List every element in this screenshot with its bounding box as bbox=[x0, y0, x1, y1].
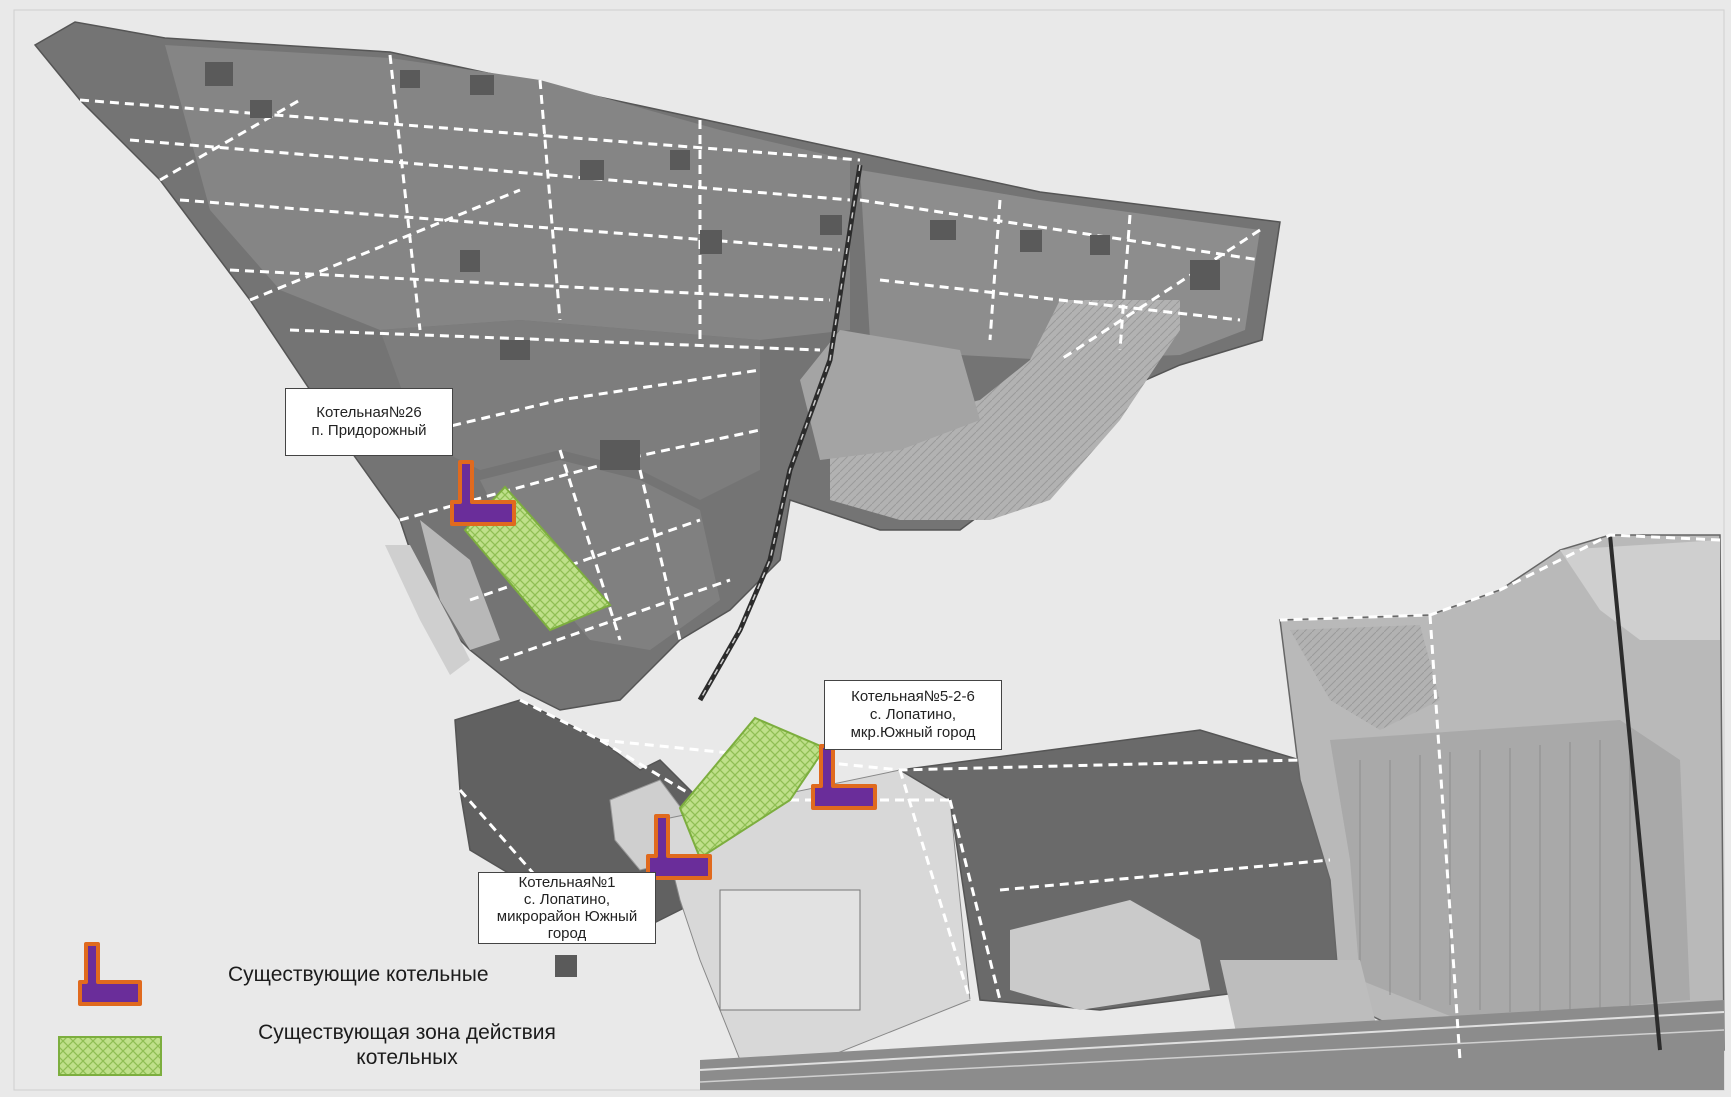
factory-chimney-icon bbox=[450, 460, 516, 526]
road-network bbox=[79, 54, 1721, 1061]
territory-east bbox=[1220, 534, 1725, 1061]
callout-line: п. Придорожный bbox=[311, 422, 427, 439]
railway-line bbox=[697, 164, 1662, 1051]
callout-boiler-26: Котельная№26 п. Придорожный bbox=[285, 388, 453, 456]
bottom-highway bbox=[699, 1000, 1725, 1090]
legend-label-zone-line1: Существующая зона действия bbox=[258, 1021, 556, 1044]
factory-chimney-icon bbox=[811, 744, 877, 810]
callout-line: с. Лопатино, bbox=[523, 891, 611, 908]
legend-label-zone: Существующая зона действия котельных bbox=[222, 1020, 592, 1070]
territory-central bbox=[454, 699, 1351, 1061]
heat-zone-5-2-6-and-1 bbox=[678, 716, 827, 860]
callout-line: Котельная№1 bbox=[518, 874, 616, 891]
building-blocks bbox=[205, 62, 1220, 977]
callout-line: с. Лопатино, bbox=[869, 706, 957, 723]
callout-line: город bbox=[547, 925, 587, 942]
factory-chimney-icon bbox=[646, 814, 712, 880]
hatched-zone-icon bbox=[58, 1036, 162, 1076]
legend-label-boilers: Существующие котельные bbox=[228, 963, 489, 986]
factory-chimney-icon bbox=[78, 942, 142, 1006]
callout-line: микрорайон Южный bbox=[496, 908, 638, 925]
callout-boiler-5-2-6: Котельная№5-2-6 с. Лопатино, мкр.Южный г… bbox=[824, 680, 1002, 750]
boiler-markers bbox=[450, 460, 877, 880]
callout-boiler-1: Котельная№1 с. Лопатино, микрорайон Южны… bbox=[478, 872, 656, 944]
callout-line: мкр.Южный город bbox=[850, 724, 976, 741]
callout-line: Котельная№26 bbox=[316, 404, 422, 421]
legend-label-zone-line2: котельных bbox=[356, 1046, 458, 1069]
callout-line: Котельная№5-2-6 bbox=[851, 688, 975, 705]
